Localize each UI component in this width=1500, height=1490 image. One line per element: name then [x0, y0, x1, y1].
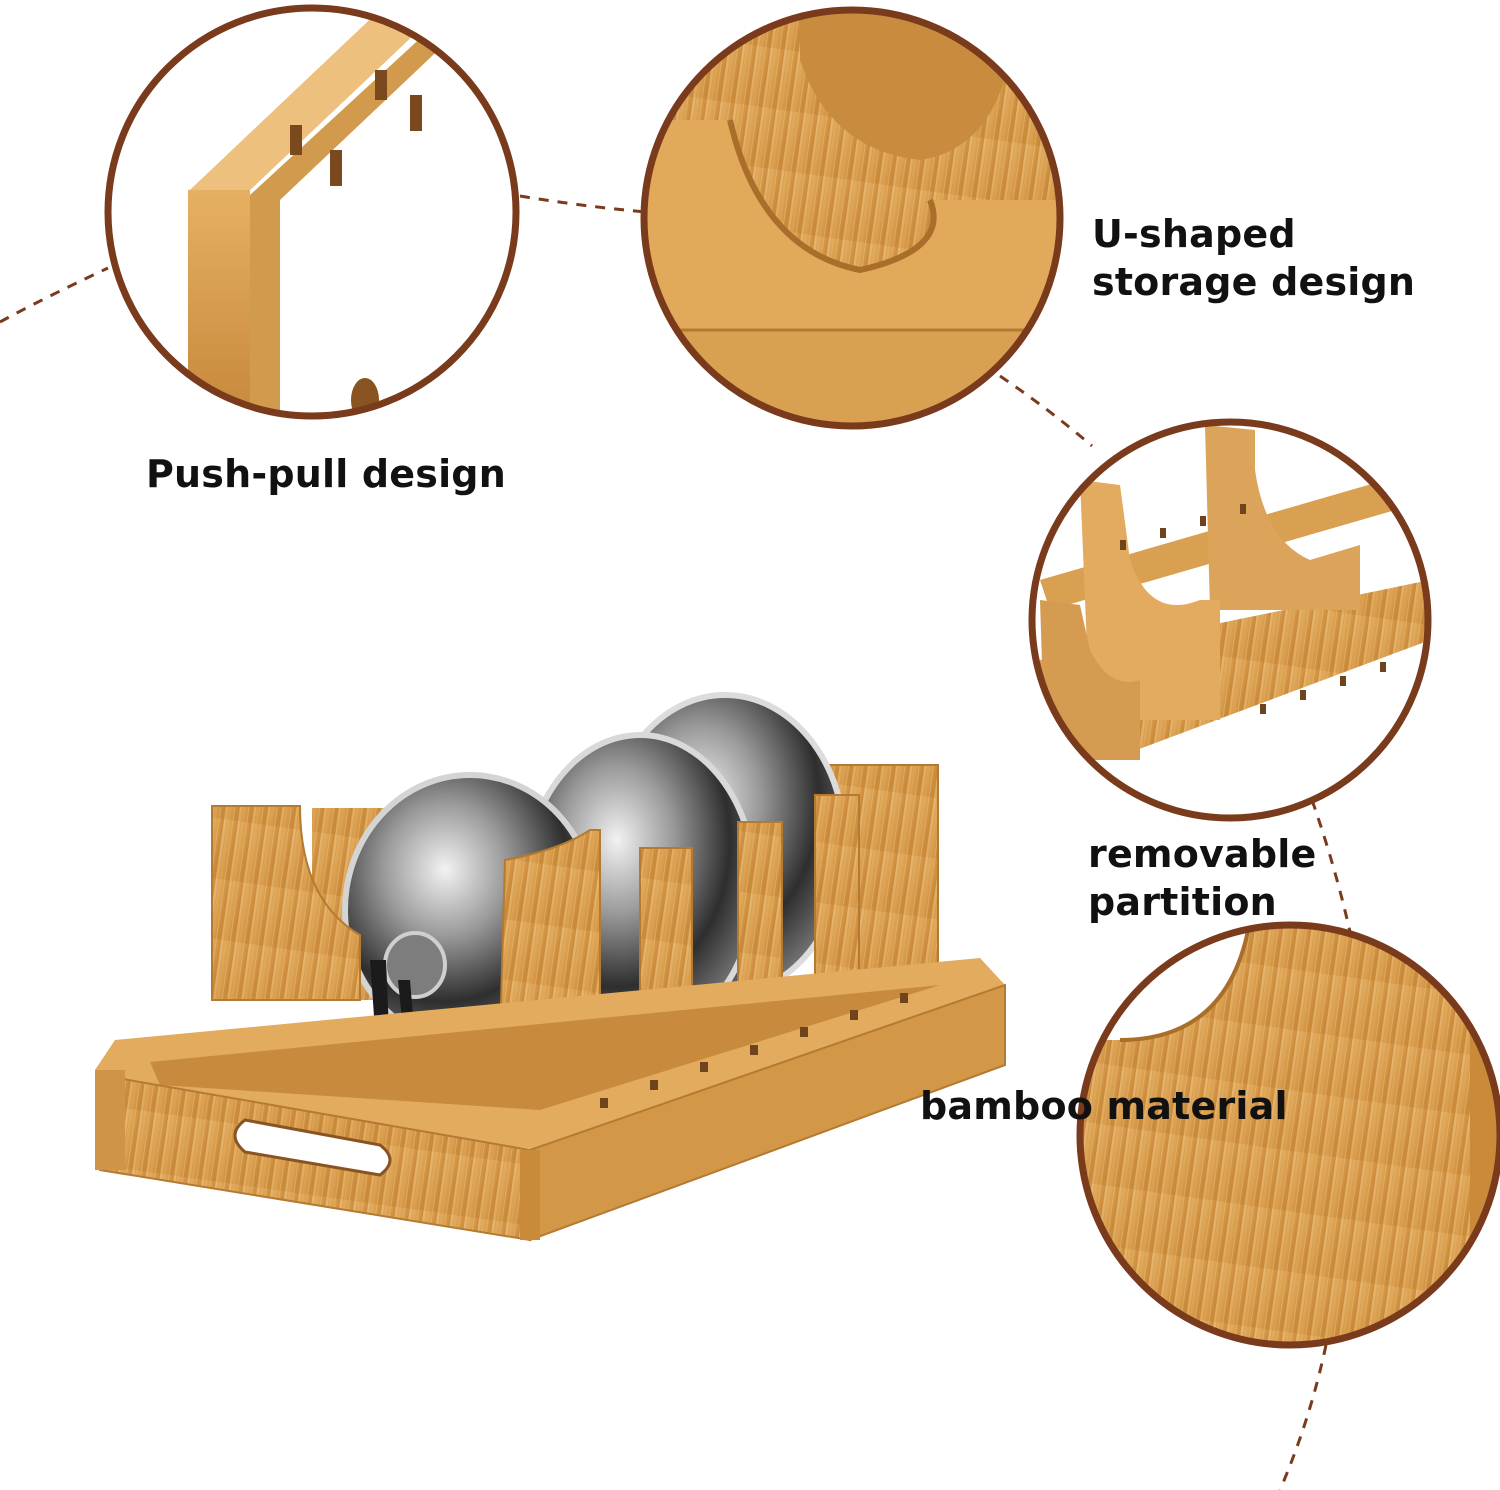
- connector-bottom: [1278, 1344, 1328, 1490]
- partition-back: [1205, 425, 1360, 610]
- circle-border-u-shaped: [640, 6, 1064, 430]
- connector-left: [0, 266, 109, 324]
- dashed-connectors: [0, 194, 1358, 1490]
- label-u-shaped-line-2: storage design: [1092, 260, 1416, 304]
- label-u-shaped-line-1: U-shaped: [1092, 212, 1296, 256]
- circle-border-push-pull: [104, 4, 520, 420]
- label-bamboo-material: bamboo material: [920, 1084, 1288, 1128]
- partition-front: [1040, 600, 1140, 760]
- label-removable-partition: removable partition: [1088, 830, 1316, 926]
- corner-frame-inner: [250, 20, 470, 416]
- detail-circle-u-shaped: [644, 10, 1060, 426]
- partition-mid: [1080, 480, 1220, 720]
- lid-knob: [383, 931, 447, 999]
- label-removable-line-1: removable: [1088, 832, 1317, 876]
- circle-border-bamboo: [1076, 921, 1500, 1349]
- label-removable-line-2: partition: [1088, 880, 1277, 924]
- rack-tray-inner: [150, 985, 940, 1110]
- tray-slots: [600, 993, 908, 1108]
- connector-right-mid: [999, 374, 1093, 448]
- circle-border-removable: [1028, 418, 1432, 822]
- rack-partition-front-u-right: [498, 829, 601, 1041]
- detail-circle-push-pull: [108, 8, 516, 416]
- main-product-rack: [95, 692, 1006, 1242]
- label-push-pull-design: Push-pull design: [146, 452, 506, 496]
- connector-top: [519, 194, 647, 214]
- tray-handle-cutout: [233, 1118, 392, 1177]
- label-u-shaped-storage-design: U-shaped storage design: [1092, 210, 1415, 306]
- rack-partition-front-u: [211, 805, 361, 1001]
- connector-right-low: [1310, 799, 1358, 961]
- detail-circle-removable: [1032, 422, 1428, 818]
